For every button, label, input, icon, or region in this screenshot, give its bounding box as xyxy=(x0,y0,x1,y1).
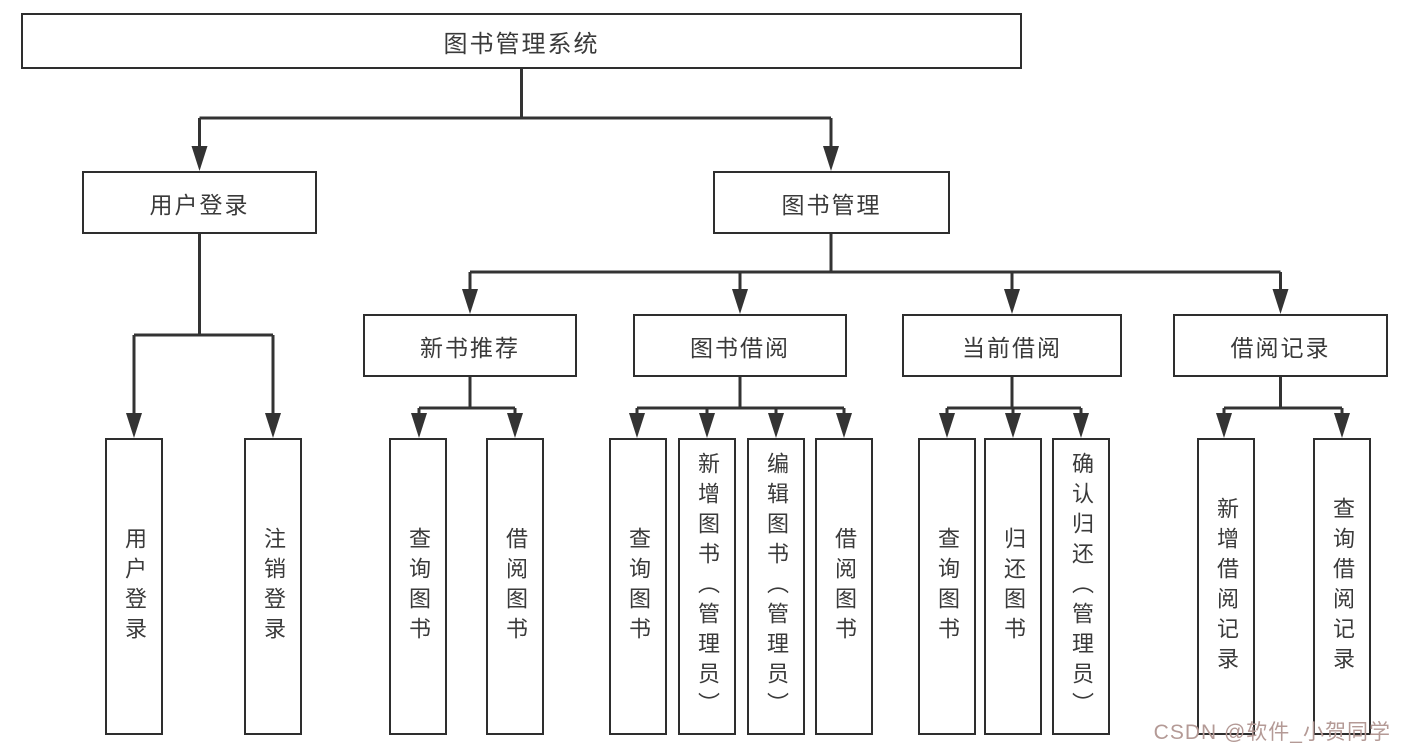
leaf-borrow-books-1: 借阅图书 xyxy=(486,438,544,735)
node-current-borrowing: 当前借阅 xyxy=(902,314,1122,377)
node-root-library-system: 图书管理系统 xyxy=(21,13,1022,69)
arrowhead xyxy=(768,413,784,438)
connector-user-login-children xyxy=(126,234,281,438)
leaf-borrow-books-2: 借阅图书 xyxy=(815,438,873,735)
node-label: 图书管理系统 xyxy=(443,30,600,58)
arrowhead xyxy=(126,413,142,438)
node-label: 查询借阅记录 xyxy=(1330,496,1355,677)
node-label: 查询图书 xyxy=(406,526,431,647)
node-book-borrowing: 图书借阅 xyxy=(633,314,847,377)
arrowhead xyxy=(1216,413,1232,438)
csdn-watermark: CSDN @软件_小贺同学 xyxy=(1153,721,1391,744)
node-label: 借阅记录 xyxy=(1230,334,1331,361)
connector-borrow-record-children xyxy=(1216,377,1350,438)
node-new-book-recommendation: 新书推荐 xyxy=(363,314,577,377)
node-label: 借阅图书 xyxy=(832,526,857,647)
leaf-query-borrow-record: 查询借阅记录 xyxy=(1313,438,1371,735)
connector-current-borrow-children xyxy=(939,377,1089,438)
node-borrowing-records: 借阅记录 xyxy=(1173,314,1388,377)
node-label: 归还图书 xyxy=(1001,526,1026,647)
node-label: 借阅图书 xyxy=(503,526,528,647)
leaf-user-login: 用户登录 xyxy=(105,438,163,735)
arrowhead xyxy=(1334,413,1350,438)
leaf-query-books-1: 查询图书 xyxy=(389,438,447,735)
node-label: 图书管理 xyxy=(781,191,882,218)
arrowhead xyxy=(1005,413,1021,438)
arrowhead xyxy=(191,146,208,171)
node-label: 注销登录 xyxy=(261,526,286,647)
leaf-query-books-3: 查询图书 xyxy=(918,438,976,735)
arrowhead xyxy=(699,413,715,438)
node-label: 用户登录 xyxy=(122,526,147,647)
connector-root-to-level2 xyxy=(191,69,839,171)
node-label: 新增借阅记录 xyxy=(1214,496,1239,677)
arrowhead xyxy=(1073,413,1089,438)
arrowhead xyxy=(265,413,281,438)
arrowhead xyxy=(939,413,955,438)
arrowhead xyxy=(823,146,839,171)
arrowhead xyxy=(732,289,748,314)
leaf-return-books: 归还图书 xyxy=(984,438,1042,735)
leaf-add-books-admin: 新增图书（管理员） xyxy=(678,438,736,735)
connector-book-borrow-children xyxy=(629,377,852,438)
leaf-edit-books-admin: 编辑图书（管理员） xyxy=(747,438,805,735)
connector-book-mgmt-to-level3 xyxy=(462,234,1289,314)
node-label: 新书推荐 xyxy=(420,334,520,361)
node-label: 当前借阅 xyxy=(962,334,1062,361)
node-label: 查询图书 xyxy=(626,526,651,647)
node-label: 新增图书（管理员） xyxy=(695,451,720,722)
leaf-confirm-return-admin: 确认归还（管理员） xyxy=(1052,438,1110,735)
leaf-logout: 注销登录 xyxy=(244,438,302,735)
leaf-add-borrow-record: 新增借阅记录 xyxy=(1197,438,1255,735)
connector-new-book-children xyxy=(411,377,523,438)
node-user-login: 用户登录 xyxy=(82,171,317,234)
arrowhead xyxy=(462,289,478,314)
arrowhead xyxy=(1004,289,1020,314)
node-label: 确认归还（管理员） xyxy=(1069,451,1094,722)
node-book-management: 图书管理 xyxy=(713,171,950,234)
node-label: 用户登录 xyxy=(149,191,250,218)
arrowhead xyxy=(507,413,523,438)
arrowhead xyxy=(411,413,427,438)
node-label: 查询图书 xyxy=(935,526,960,647)
arrowhead xyxy=(836,413,852,438)
leaf-query-books-2: 查询图书 xyxy=(609,438,667,735)
arrowhead xyxy=(1272,289,1289,314)
node-label: 图书借阅 xyxy=(690,334,790,361)
node-label: 编辑图书（管理员） xyxy=(764,451,789,722)
arrowhead xyxy=(629,413,645,438)
